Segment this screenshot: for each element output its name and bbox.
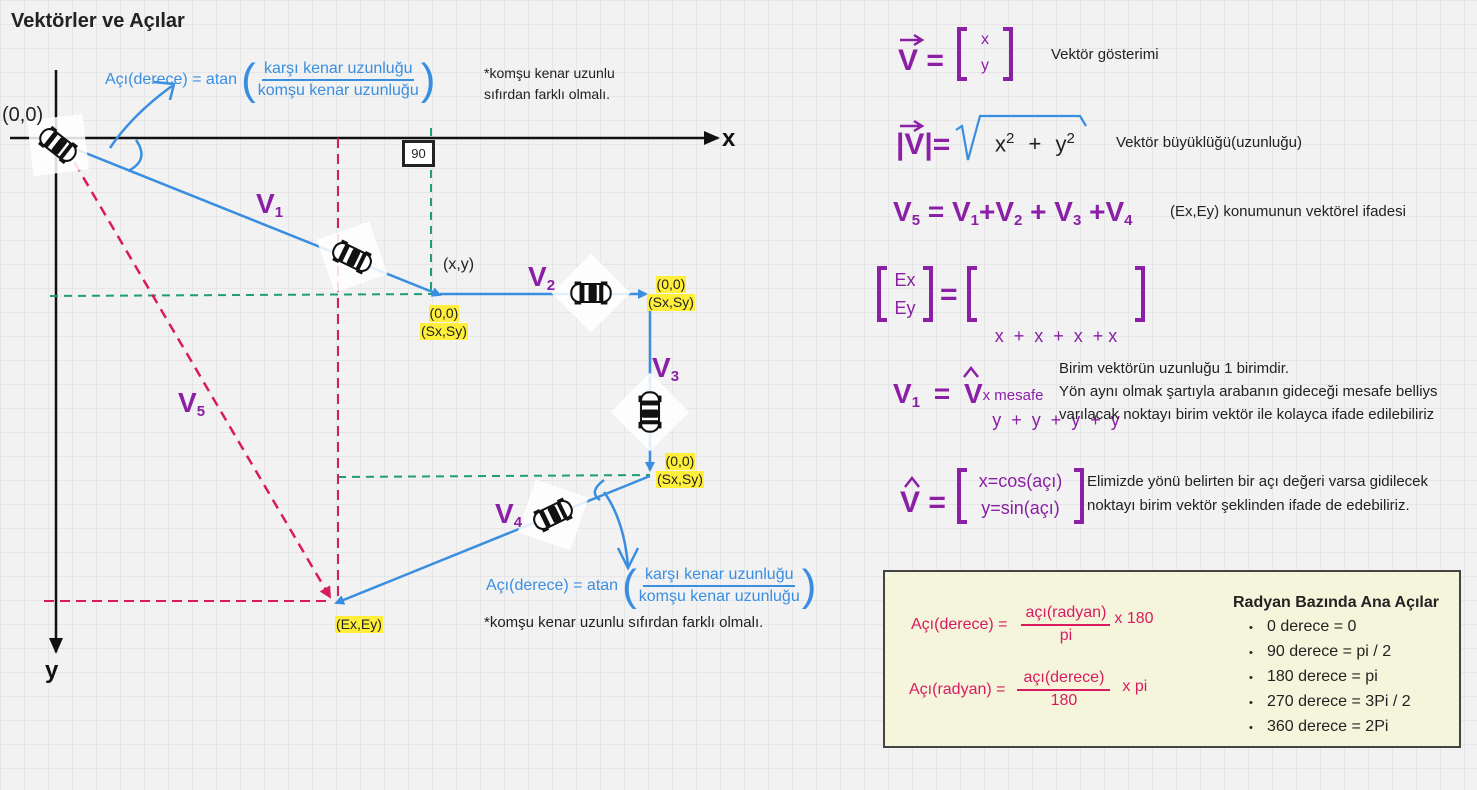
formula-lhs: Açı(derece) = atan <box>486 577 619 594</box>
degree-fraction: açı(radyan) pi <box>1021 604 1111 645</box>
right-angle-box: 90 <box>402 140 435 167</box>
point-label: (0,0) (Sx,Sy) <box>647 276 695 312</box>
point-label: (0,0) (Sx,Sy) <box>420 305 468 341</box>
paren-right: ) <box>420 55 436 104</box>
vector-arrow-icon <box>900 33 925 133</box>
bottom-atan-formula: Açı(derece) = atan ( karşı kenar uzunluğ… <box>486 564 816 608</box>
highlight-label: (Sx,Sy) <box>420 323 468 340</box>
v4-label: V4 <box>495 498 523 531</box>
matrix-entries: x y <box>981 31 989 74</box>
atan-fraction: karşı kenar uzunluğu komşu kenar uzunluğ… <box>256 60 421 100</box>
y-axis-label: y <box>45 657 59 684</box>
point-label: (0,0) (Sx,Sy) <box>656 453 704 489</box>
angle-arc-top <box>127 139 143 173</box>
row5-description: Birim vektörün uzunluğu 1 birimdir. Yön … <box>1059 360 1438 423</box>
note-line: *komşu kenar uzunlu <box>484 65 615 81</box>
magnitude-expression: x2 + y2 <box>995 130 1075 157</box>
highlight-label: (Sx,Sy) <box>656 471 704 488</box>
radian-fraction: açı(derece) 180 <box>1017 669 1111 710</box>
bottom-note: *komşu kenar uzunlu sıfırdan farklı olma… <box>484 614 764 631</box>
angles-heading: Radyan Bazında Ana Açılar <box>1233 594 1439 611</box>
list-item: 360 derece = 2Pi <box>1249 715 1411 740</box>
row2-description: Vektör büyüklüğü(uzunluğu) <box>1116 134 1302 151</box>
bracket-left <box>957 27 967 81</box>
green-dash-mid <box>337 474 651 478</box>
list-item: 90 derece = pi / 2 <box>1249 640 1411 665</box>
angle-pointer-bottom <box>602 491 630 567</box>
angle-pointer-bottom-head <box>616 547 640 571</box>
equals-sign: = <box>940 278 958 311</box>
radian-formula: Açı(radyan) = açı(derece) 180 x pi <box>909 669 1148 710</box>
list-item: 0 derece = 0 <box>1249 615 1411 640</box>
formula-lhs: Açı(derece) = atan <box>105 71 238 88</box>
paren-right: ) <box>801 561 817 610</box>
hat-icon <box>963 365 979 378</box>
bracket-right <box>923 266 933 322</box>
angle-matrix: x=cos(açı) y=sin(açı) <box>957 468 1084 524</box>
position-matrix: Ex Ey <box>877 266 933 322</box>
vector-matrix: x y <box>957 27 1013 81</box>
end-point-label: (Ex,Ey) <box>335 616 383 634</box>
bracket-right <box>1135 266 1145 322</box>
matrix-entries: x=cos(açı) y=sin(açı) <box>978 471 1063 518</box>
sqrt-icon <box>955 114 1087 161</box>
matrix-entries: Ex Ey <box>894 270 916 318</box>
x-axis-label: x <box>722 125 736 152</box>
car-icon <box>550 252 632 334</box>
v2-label: V2 <box>528 261 556 294</box>
angle-arc-bottom <box>593 479 605 502</box>
matrix-entries: x + x + x + x y + y + y + y <box>992 326 1120 430</box>
angle-pointer-top <box>108 84 173 149</box>
unit-vector-equation: V1 = Vx mesafe <box>893 378 1044 411</box>
row6-description: Elimizde yönü belirten bir açı değeri va… <box>1087 473 1429 514</box>
v5-arrow <box>64 147 332 599</box>
bracket-left <box>877 266 887 322</box>
list-item: 180 derece = pi <box>1249 665 1411 690</box>
highlight-label: (Sx,Sy) <box>647 294 695 311</box>
magnitude-lhs: |V|= <box>896 128 951 161</box>
highlight-label: (0,0) <box>655 276 687 293</box>
row3-description: (Ex,Ey) konumunun vektörel ifadesi <box>1170 203 1406 220</box>
highlight-label: (0,0) <box>664 453 696 470</box>
highlight-label: (0,0) <box>428 305 460 322</box>
v3-label: V3 <box>652 352 680 385</box>
origin-label: (0,0) <box>2 104 44 126</box>
fraction-denominator: komşu kenar uzunluğu <box>638 588 800 605</box>
sum-equation: V5 = V1+V2 + V3 +V4 <box>893 196 1133 229</box>
page-title: Vektörler ve Açılar <box>11 10 185 32</box>
unit-vector-symbol: V = <box>900 486 946 519</box>
top-note: *komşu kenar uzunlu sıfırdan farklı olma… <box>484 63 615 105</box>
fraction-numerator: karşı kenar uzunluğu <box>261 60 415 81</box>
note-line: sıfırdan farklı olmalı. <box>484 86 611 102</box>
bracket-left <box>967 266 977 322</box>
top-atan-formula: Açı(derece) = atan ( karşı kenar uzunluğ… <box>105 58 435 102</box>
bracket-right <box>1003 27 1013 81</box>
bracket-left <box>957 468 967 524</box>
bracket-right <box>1074 468 1084 524</box>
paren-left: ( <box>241 55 256 104</box>
green-dash-top <box>49 293 439 297</box>
atan-fraction: karşı kenar uzunluğu komşu kenar uzunluğ… <box>637 566 802 606</box>
sum-matrix: x + x + x + x y + y + y + y <box>967 266 1145 430</box>
list-item: 270 derece = 3Pi / 2 <box>1249 690 1411 715</box>
point-xy-label: (x,y) <box>443 256 475 273</box>
degree-formula: Açı(derece) = açı(radyan) pi x 180 <box>911 604 1154 645</box>
row1-description: Vektör gösterimi <box>1051 46 1159 63</box>
radian-formula-box: Açı(derece) = açı(radyan) pi x 180 Açı(r… <box>883 570 1461 748</box>
vector-symbol: V = <box>898 44 944 77</box>
fraction-denominator: komşu kenar uzunluğu <box>257 82 419 99</box>
v5-label: V5 <box>178 387 206 420</box>
paren-left: ( <box>622 561 637 610</box>
fraction-numerator: karşı kenar uzunluğu <box>642 566 796 587</box>
angle-pointer-top-head <box>153 80 176 101</box>
angles-list: 0 derece = 0 90 derece = pi / 2 180 dere… <box>1249 615 1411 740</box>
hat-icon <box>904 475 920 488</box>
v1-label: V1 <box>256 188 284 221</box>
highlight-label: (Ex,Ey) <box>335 616 383 633</box>
